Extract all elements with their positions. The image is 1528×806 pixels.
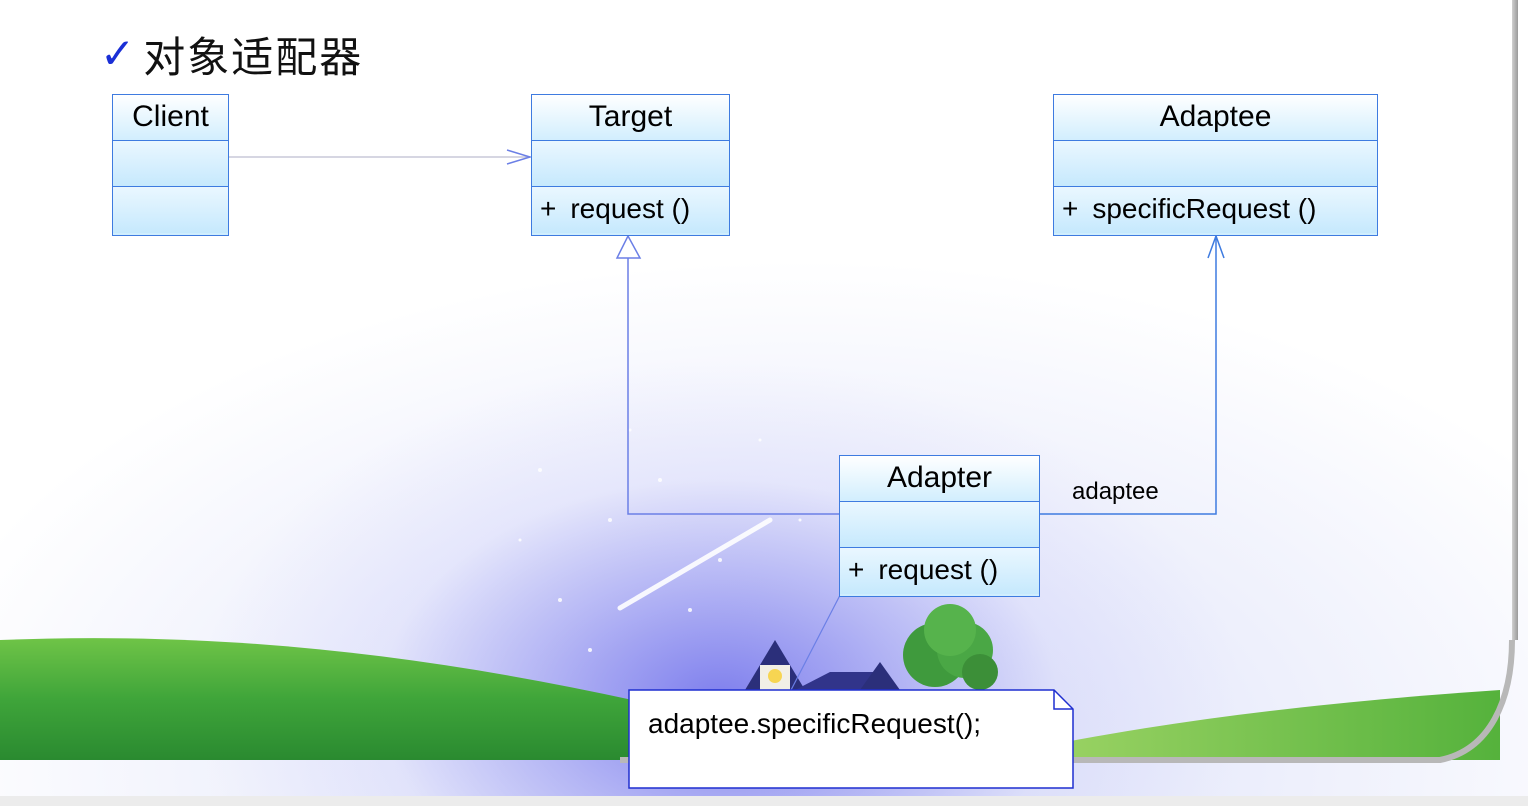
class-attributes bbox=[532, 141, 729, 187]
note-text: adaptee.specificRequest(); bbox=[648, 708, 982, 739]
tree-decoration bbox=[903, 604, 998, 690]
adapter-target-generalization bbox=[627, 258, 839, 515]
class-operation: +request () bbox=[840, 548, 1039, 594]
class-name: Adaptee bbox=[1054, 95, 1377, 141]
uml-note[interactable] bbox=[628, 689, 1074, 789]
title-text: 对象适配器 bbox=[143, 32, 364, 82]
class-operations bbox=[113, 187, 228, 233]
adapter-adaptee-association bbox=[1040, 236, 1217, 515]
hill-left bbox=[0, 638, 760, 760]
shooting-star bbox=[617, 517, 773, 611]
class-name: Adapter bbox=[840, 456, 1039, 502]
class-name: Client bbox=[113, 95, 228, 141]
frame-edge bbox=[1512, 0, 1518, 640]
class-name: Target bbox=[532, 95, 729, 141]
frame-curve bbox=[620, 639, 1515, 763]
class-attributes bbox=[840, 502, 1039, 548]
class-operation: +specificRequest () bbox=[1054, 187, 1377, 233]
association-role-label: adaptee bbox=[1072, 478, 1159, 505]
checkmark-icon: ✓ bbox=[100, 29, 136, 78]
inheritance-triangle-icon bbox=[615, 234, 642, 259]
class-client[interactable]: Client bbox=[112, 94, 229, 236]
slide-title: ✓ 对象适配器 bbox=[100, 24, 363, 84]
house-decoration bbox=[745, 640, 900, 691]
bottom-bar bbox=[0, 796, 1528, 806]
dependency-arrow-icon bbox=[506, 149, 533, 165]
hill-right bbox=[980, 690, 1500, 760]
class-attributes bbox=[113, 141, 228, 187]
class-adaptee[interactable]: Adaptee +specificRequest () bbox=[1053, 94, 1378, 236]
class-target[interactable]: Target +request () bbox=[531, 94, 730, 236]
class-operation: +request () bbox=[532, 187, 729, 233]
star-dots bbox=[518, 428, 802, 652]
class-adapter[interactable]: Adapter +request () bbox=[839, 455, 1040, 597]
class-attributes bbox=[1054, 141, 1377, 187]
association-arrow-icon bbox=[1207, 233, 1225, 259]
